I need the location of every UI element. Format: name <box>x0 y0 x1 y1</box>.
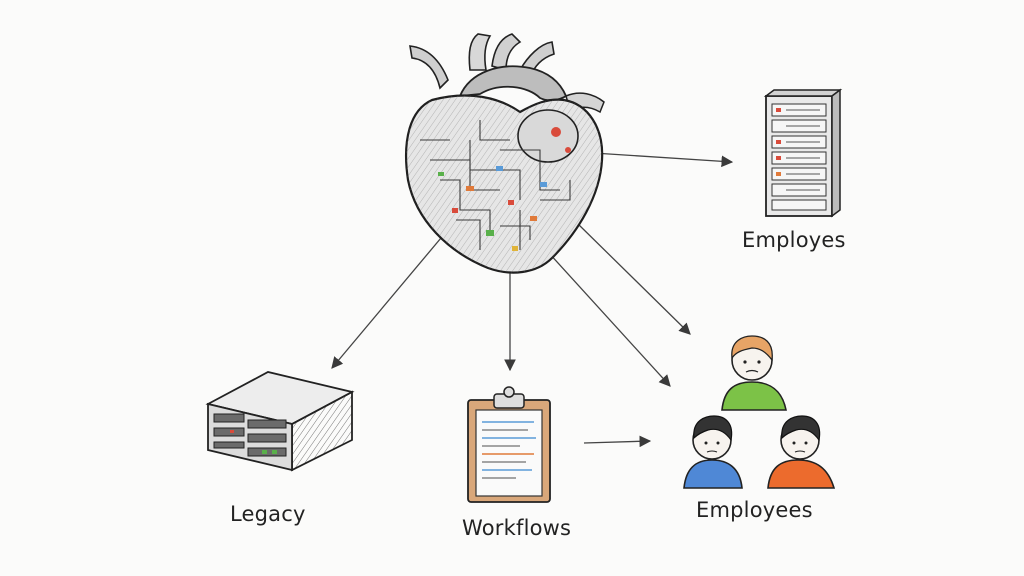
person-left-icon <box>683 415 743 489</box>
person-right-icon <box>767 415 836 489</box>
legacy-label: Legacy <box>230 502 306 526</box>
arrow-to-legacy <box>331 231 447 369</box>
arrow-to-employees <box>547 251 671 387</box>
employees-label: Employees <box>696 498 813 522</box>
workflows-label: Workflows <box>462 516 572 540</box>
server-label: Employes <box>742 228 846 252</box>
arrows <box>331 151 734 448</box>
person-top-icon <box>721 335 787 411</box>
arrow-to-top-person <box>575 221 691 335</box>
people-group-icon <box>683 335 836 489</box>
legacy-server-box-icon <box>205 371 355 472</box>
server-rack-icon <box>763 88 843 218</box>
arrow-to-server-rack <box>577 151 734 168</box>
arrow-clipboard-to-employees <box>583 435 652 448</box>
clipboard-icon <box>467 386 551 503</box>
anatomical-heart-circuit-icon <box>404 33 605 274</box>
